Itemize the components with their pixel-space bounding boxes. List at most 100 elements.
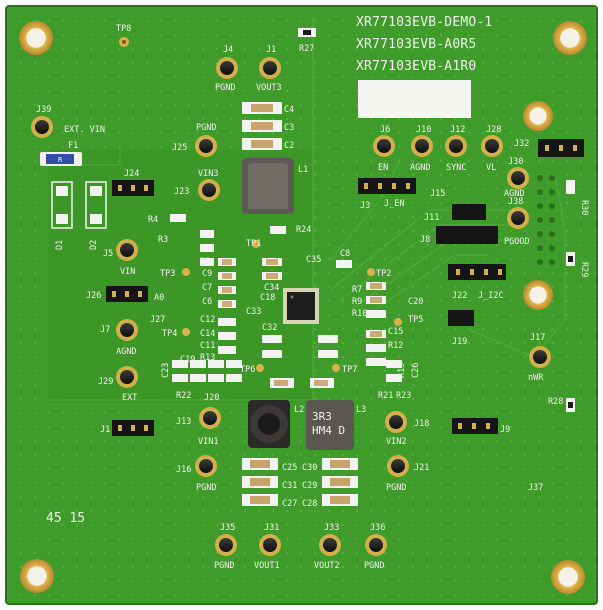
label-j16: J16 [176,465,191,475]
label-r8: R8 [200,257,210,267]
label-c14: C14 [200,329,215,339]
label-d2: D2 [89,240,99,250]
label-r3: R3 [158,235,168,245]
small-test-points [182,240,402,372]
label-j4: J4 [223,45,233,55]
label-blank-area [358,80,471,118]
label-j17: J17 [530,333,545,343]
label-r12: R12 [388,341,403,351]
label-j1-bottom: J1 [100,425,110,435]
board-title-line-2: XR77103EVB-A0R5 [356,37,476,52]
label-j37: J37 [528,483,543,493]
label-j23: J23 [174,187,189,197]
label-c3: C3 [284,123,294,133]
label-j13: J13 [176,417,191,427]
label-pgnd-j16: PGND [196,483,216,493]
label-vl: VL [486,163,496,173]
label-c32: C32 [262,323,277,333]
label-r29: R29 [579,262,589,277]
label-c28: C28 [302,499,317,509]
label-r10: R10 [352,309,367,319]
label-c19: C19 [180,355,195,365]
label-j-i2c: J_I2C [478,291,504,301]
label-j32: J32 [514,139,529,149]
label-c2: C2 [284,141,294,151]
label-sync: SYNC [446,163,466,173]
label-j30: J30 [508,157,523,167]
label-j15: J15 [430,189,445,199]
label-tp5: TP5 [408,315,423,325]
label-c34: C34 [264,283,279,293]
mounting-hole [523,280,553,310]
label-c25: C25 [282,463,297,473]
svg-text:R: R [58,156,63,164]
label-agnd-j10: AGND [410,163,430,173]
label-j35: J35 [220,523,235,533]
label-j27: J27 [150,315,165,325]
label-c7: C7 [202,283,212,293]
label-r7: R7 [352,285,362,295]
label-a0: A0 [154,293,164,303]
label-c12: C12 [200,315,215,325]
label-j22: J22 [452,291,467,301]
mounting-hole [551,560,585,594]
label-c33: C33 [246,307,261,317]
label-f1: F1 [68,141,78,151]
label-r22: R22 [176,391,191,401]
label-pgnd: PGND [215,83,235,93]
label-j7: J7 [100,325,110,335]
label-r4: R4 [148,215,158,225]
label-vin3: VIN3 [198,169,218,179]
mounting-hole [20,559,54,593]
mounting-hole [19,21,53,55]
label-c18: C18 [260,293,275,303]
label-tp2: TP2 [376,269,391,279]
label-tp8: TP8 [116,24,131,34]
label-c4: C4 [284,105,294,115]
label-agnd: AGND [116,347,136,357]
label-j38: J38 [508,197,523,207]
label-j1: J1 [266,45,276,55]
label-r28: R28 [548,397,563,407]
fuse-f1: R [40,152,82,166]
label-tp6: TP6 [240,365,255,375]
inductor-l3: 3R3 HM4 D [306,400,354,450]
label-vin1: VIN1 [198,437,218,447]
label-c20: C20 [408,297,423,307]
mounting-hole [553,21,587,55]
label-r27: R27 [299,44,314,54]
label-vout1: VOUT1 [254,561,280,571]
inductor-l3-marking: 3R3 [312,410,332,423]
label-pgnd-j25: PGND [196,123,216,133]
label-r13: R13 [200,353,215,363]
label-r23: R23 [396,391,411,401]
label-c6: C6 [202,297,212,307]
label-j39: J39 [36,105,51,115]
label-j20: J20 [204,393,219,403]
label-c9: C9 [202,269,212,279]
label-c11: C11 [200,341,215,351]
label-agnd-j30: AGND [504,189,524,199]
silkscreen-labels: TP8 R27 J4 J1 PGND VOUT3 C4 C3 C2 J39 EX… [36,24,589,571]
label-pgnd-j35: PGND [214,561,234,571]
label-c26: C26 [411,363,421,378]
label-j28: J28 [486,125,501,135]
label-j3: J3 [360,201,370,211]
label-vin2: VIN2 [386,437,406,447]
label-vout2: VOUT2 [314,561,340,571]
label-c27: C27 [282,499,297,509]
label-j18: J18 [414,419,429,429]
label-j11: J11 [424,213,439,223]
label-c30: C30 [302,463,317,473]
label-r9: R9 [352,297,362,307]
board-title: XR77103EVB-DEMO-1 XR77103EVB-A0R5 XR7710… [356,15,492,74]
label-pgood: PGOOD [504,237,530,247]
label-r21: R21 [378,391,393,401]
label-j5: J5 [103,249,113,259]
test-point-posts [31,57,551,556]
label-c35: C35 [306,255,321,265]
label-j12: J12 [450,125,465,135]
label-c8: C8 [340,249,350,259]
label-j33: J33 [324,523,339,533]
